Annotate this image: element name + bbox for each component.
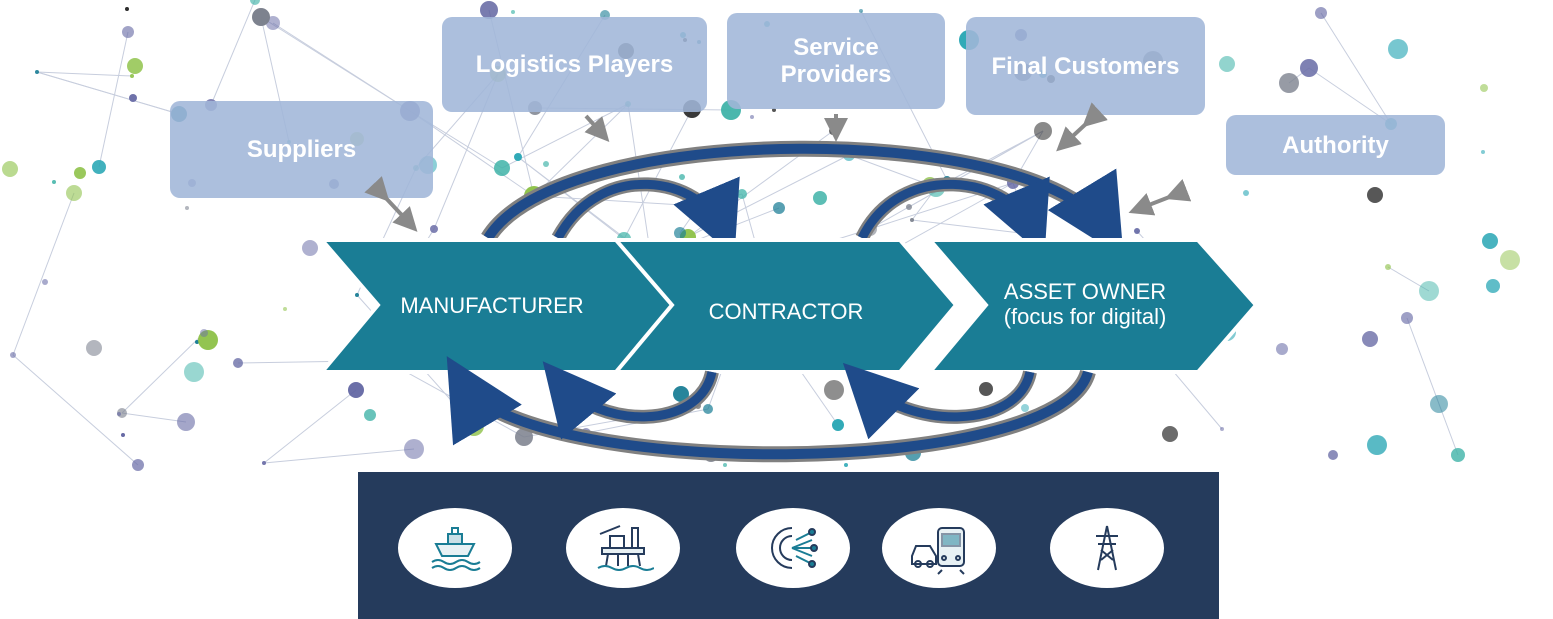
chevrons xyxy=(317,238,1259,374)
stakeholder-final-customers: Final Customers xyxy=(966,17,1205,115)
top-arcs xyxy=(481,140,1124,258)
offshore-platform-icon xyxy=(566,508,680,588)
chevron-asset-owner xyxy=(925,238,1259,374)
contractor-label: CONTRACTOR xyxy=(708,298,864,324)
digital-gear-icon xyxy=(736,508,850,588)
stakeholder-service-providers: Service Providers xyxy=(727,13,945,109)
stakeholder-logistics-players: Logistics Players xyxy=(442,17,707,112)
bottom-arcs xyxy=(446,356,1096,463)
asset-owner-label: ASSET OWNER (focus for digital) xyxy=(1003,279,1167,329)
industries-panel xyxy=(358,472,1219,619)
car-and-train-icon xyxy=(882,508,996,588)
manufacturer-label: MANUFACTURER xyxy=(400,292,584,318)
stakeholder-connectors xyxy=(364,102,1192,232)
ship-icon xyxy=(398,508,512,588)
power-transmission-tower-icon xyxy=(1050,508,1164,588)
stakeholder-authority: Authority xyxy=(1226,115,1445,175)
